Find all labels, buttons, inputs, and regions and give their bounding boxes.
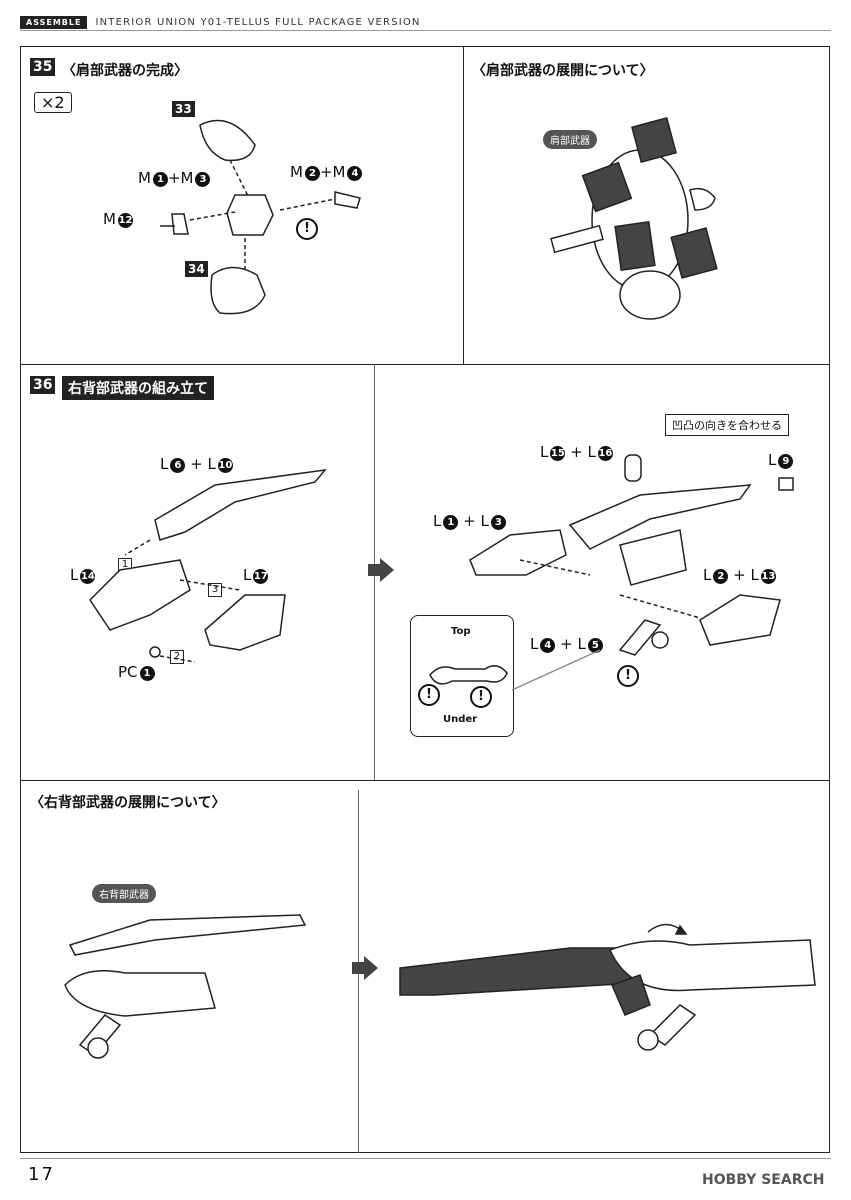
footer-rule	[20, 1158, 831, 1159]
divider-row2	[20, 780, 830, 781]
caution-icon-arm: !	[617, 665, 639, 687]
flow-arrow-36	[368, 558, 394, 582]
shoulder-weapon-pill: 肩部武器	[543, 130, 597, 149]
step-36-title: 右背部武器の組み立て	[62, 376, 214, 400]
header-rule	[20, 30, 831, 31]
deploy-back-title: 〈右背部武器の展開について〉	[30, 795, 226, 811]
step-35-title: 〈肩部武器の完成〉	[62, 63, 188, 79]
multiplier-badge: ×2	[34, 92, 72, 113]
orientation-top: Top	[451, 626, 471, 637]
watermark-logo: HOBBY SEARCH	[702, 1172, 825, 1188]
manual-title: INTERIOR UNION Y01-TELLUS FULL PACKAGE V…	[95, 16, 421, 28]
page-number: 17	[28, 1164, 55, 1185]
caution-icon-inset-left: !	[418, 684, 440, 706]
assemble-tag: ASSEMBLE	[20, 15, 88, 29]
deploy-shoulder-title: 〈肩部武器の展開について〉	[472, 63, 654, 79]
instruction-frame	[20, 46, 830, 1153]
page-header: ASSEMBLE INTERIOR UNION Y01-TELLUS FULL …	[20, 14, 421, 30]
orientation-under: Under	[443, 714, 478, 725]
sequence-2: 2	[170, 650, 184, 664]
step-35-number: 35	[30, 58, 56, 76]
caution-icon-inset-right: !	[470, 686, 492, 708]
alignment-callout: 凹凸の向きを合わせる	[665, 414, 789, 436]
part-33-badge: 33	[172, 101, 195, 117]
part-34-badge: 34	[185, 261, 208, 277]
back-weapon-pill: 右背部武器	[92, 884, 156, 903]
step-36-number: 36	[30, 376, 56, 394]
divider-row1	[20, 364, 830, 365]
caution-icon: !	[296, 218, 318, 240]
orientation-inset	[410, 615, 514, 737]
divider-col-top	[463, 46, 464, 364]
flow-arrow-deploy	[352, 956, 378, 980]
sequence-3: 3	[208, 583, 222, 597]
